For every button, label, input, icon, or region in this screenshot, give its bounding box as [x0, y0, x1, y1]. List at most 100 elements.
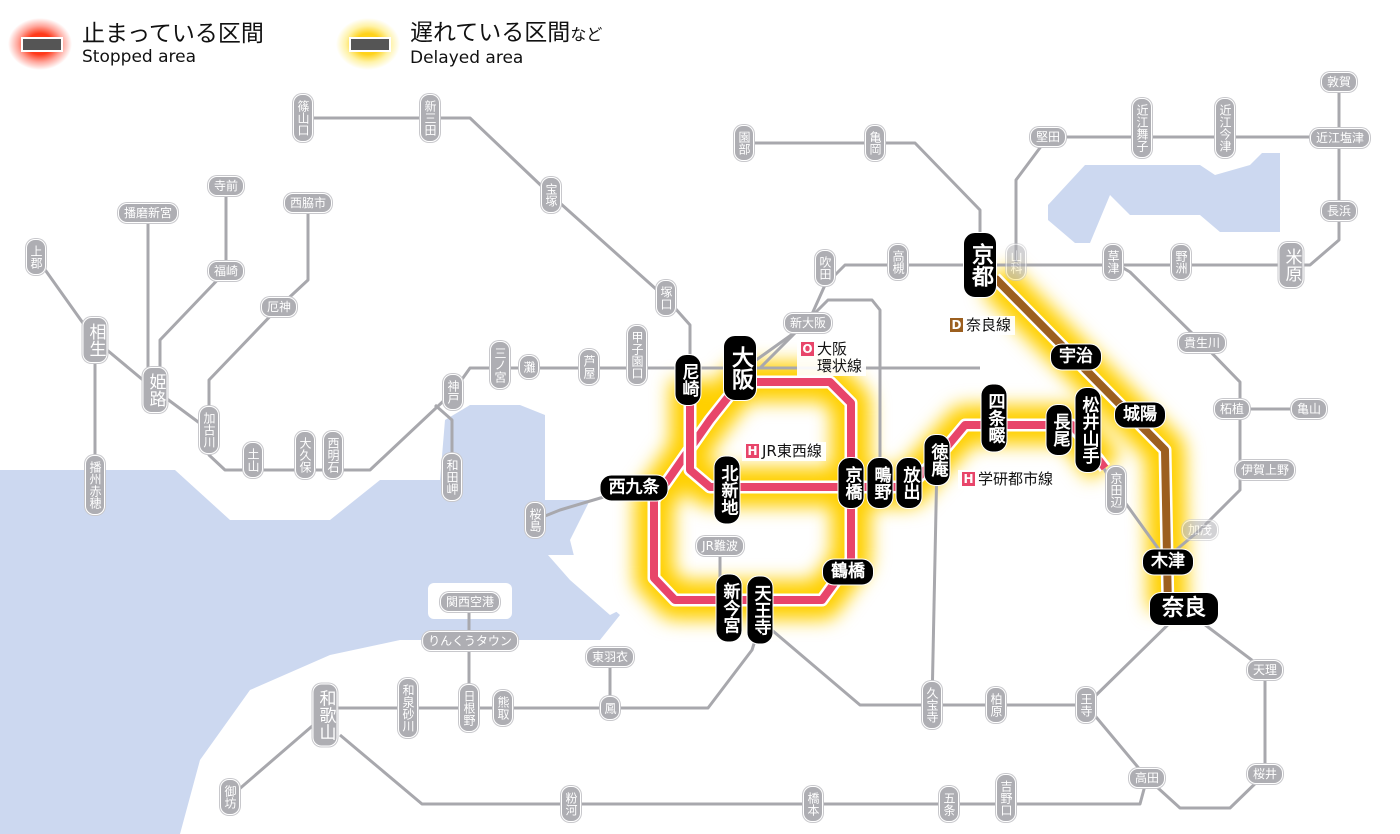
station-minor[interactable]: 厄神 — [260, 297, 298, 317]
station-major[interactable]: 新今宮 — [715, 573, 743, 643]
station-major[interactable]: 大阪 — [723, 335, 757, 401]
station-minor[interactable]: 熊取 — [493, 690, 513, 726]
station-major[interactable]: 城陽 — [1114, 401, 1166, 429]
station-minor[interactable]: 京田辺 — [1106, 466, 1126, 514]
station-minor[interactable]: 西脇市 — [283, 193, 333, 213]
station-major[interactable]: 松井山手 — [1074, 387, 1102, 473]
station-minor[interactable]: 新三田 — [420, 94, 440, 142]
station-minor[interactable]: 和泉砂川 — [398, 678, 418, 738]
station-major[interactable]: 鶴橋 — [822, 558, 874, 586]
station-major[interactable]: 長尾 — [1045, 404, 1073, 456]
station-minor[interactable]: 亀岡 — [865, 125, 885, 161]
station-minor[interactable]: 桜井 — [1246, 764, 1284, 784]
station-minor[interactable]: 草津 — [1103, 244, 1123, 280]
station-major[interactable]: 木津 — [1142, 548, 1194, 576]
station-minor[interactable]: 近江塩津 — [1309, 128, 1371, 148]
station-minor[interactable]: 近江今津 — [1215, 98, 1235, 158]
station-minor[interactable]: りんくうタウン — [422, 631, 518, 651]
station-minor[interactable]: 関西空港 — [439, 592, 501, 612]
station-minor[interactable]: 播磨新宮 — [117, 203, 179, 223]
station-major[interactable]: 放出 — [895, 457, 923, 509]
osaka-bay — [0, 405, 620, 834]
station-minor[interactable]: 日根野 — [459, 684, 479, 732]
station-minor[interactable]: 貴生川 — [1177, 333, 1227, 353]
station-minor[interactable]: 和歌山 — [312, 683, 338, 747]
station-minor[interactable]: 高田 — [1128, 768, 1166, 788]
station-minor[interactable]: 野洲 — [1171, 244, 1191, 280]
harbor-piers — [548, 555, 640, 615]
station-minor[interactable]: 宝塚 — [541, 177, 561, 213]
station-major[interactable]: 四条畷 — [980, 383, 1008, 453]
station-minor[interactable]: 塚口 — [656, 280, 676, 316]
station-minor[interactable]: 天理 — [1246, 660, 1284, 680]
line-name: 奈良線 — [966, 316, 1012, 334]
station-minor[interactable]: 播州赤穂 — [85, 455, 105, 515]
station-minor[interactable]: 米原 — [1278, 242, 1304, 288]
station-minor[interactable]: 東羽衣 — [585, 647, 635, 667]
station-major[interactable]: 北新地 — [713, 455, 741, 525]
station-major[interactable]: 京橋 — [837, 457, 865, 509]
station-minor[interactable]: 相生 — [82, 317, 108, 363]
station-minor[interactable]: 灘 — [519, 355, 539, 379]
station-minor[interactable]: 上郡 — [26, 239, 46, 275]
station-minor[interactable]: 吉野口 — [996, 774, 1016, 822]
line-name: 学研都市線 — [978, 470, 1054, 488]
station-minor[interactable]: JR難波 — [696, 536, 744, 556]
station-minor[interactable]: 新大阪 — [783, 313, 833, 333]
station-major[interactable]: 奈良 — [1148, 592, 1220, 626]
delayed-swatch-icon — [336, 18, 400, 70]
station-minor[interactable]: 王寺 — [1076, 687, 1096, 723]
station-minor[interactable]: 西明石 — [323, 431, 343, 479]
station-minor[interactable]: 粉河 — [561, 786, 581, 822]
station-minor[interactable]: 加古川 — [199, 406, 219, 454]
station-minor[interactable]: 桜島 — [525, 502, 545, 538]
station-minor[interactable]: 加茂 — [1181, 520, 1219, 540]
station-major[interactable]: 徳庵 — [923, 434, 951, 486]
station-major[interactable]: 天王寺 — [746, 575, 774, 645]
station-minor[interactable]: 篠山口 — [293, 94, 313, 142]
station-minor[interactable]: 土山 — [243, 442, 263, 478]
station-minor[interactable]: 堅田 — [1029, 127, 1067, 147]
station-minor[interactable]: 山科 — [1006, 244, 1026, 280]
legend-delayed-suffix: など — [570, 25, 603, 44]
station-minor[interactable]: 福崎 — [207, 261, 245, 281]
water-areas — [0, 153, 1280, 834]
legend-stopped-jp: 止まっている区間 — [82, 21, 264, 47]
station-minor[interactable]: 大久保 — [295, 431, 315, 479]
station-minor[interactable]: 近江舞子 — [1132, 98, 1152, 158]
station-minor[interactable]: 久宝寺 — [922, 681, 942, 729]
line-badge-icon: H — [746, 444, 759, 458]
station-major[interactable]: 京都 — [963, 232, 997, 298]
station-major[interactable]: 鴫野 — [866, 457, 894, 509]
station-minor[interactable]: 芦屋 — [579, 349, 599, 385]
station-major[interactable]: 西九条 — [599, 474, 669, 502]
legend-delayed: 遅れている区間など Delayed area — [336, 18, 602, 70]
station-major[interactable]: 尼崎 — [674, 354, 702, 406]
station-minor[interactable]: 御坊 — [220, 779, 240, 815]
station-minor[interactable]: 橋本 — [803, 786, 823, 822]
station-minor[interactable]: 吹田 — [815, 250, 835, 286]
lake-biwa — [1048, 153, 1280, 243]
station-minor[interactable]: 柏原 — [986, 687, 1006, 723]
station-minor[interactable]: 伊賀上野 — [1234, 460, 1296, 480]
station-minor[interactable]: 姫路 — [142, 367, 168, 413]
station-minor[interactable]: 長浜 — [1320, 201, 1358, 221]
station-minor[interactable]: 甲子園口 — [627, 325, 647, 385]
station-minor[interactable]: 五条 — [939, 786, 959, 822]
station-minor[interactable]: 亀山 — [1290, 399, 1328, 419]
station-minor[interactable]: 和田岬 — [442, 453, 462, 501]
station-minor[interactable]: 敦賀 — [1320, 72, 1358, 92]
station-minor[interactable]: 柘植 — [1213, 399, 1251, 419]
station-minor[interactable]: 鳳 — [600, 696, 620, 720]
station-major[interactable]: 宇治 — [1050, 343, 1102, 371]
station-minor[interactable]: 寺前 — [207, 176, 245, 196]
legend-stopped-en: Stopped area — [82, 47, 197, 67]
station-minor[interactable]: 神戸 — [443, 374, 463, 410]
station-minor[interactable]: 園部 — [734, 125, 754, 161]
station-minor[interactable]: 三ノ宮 — [490, 341, 510, 389]
station-minor[interactable]: 高槻 — [888, 244, 908, 280]
